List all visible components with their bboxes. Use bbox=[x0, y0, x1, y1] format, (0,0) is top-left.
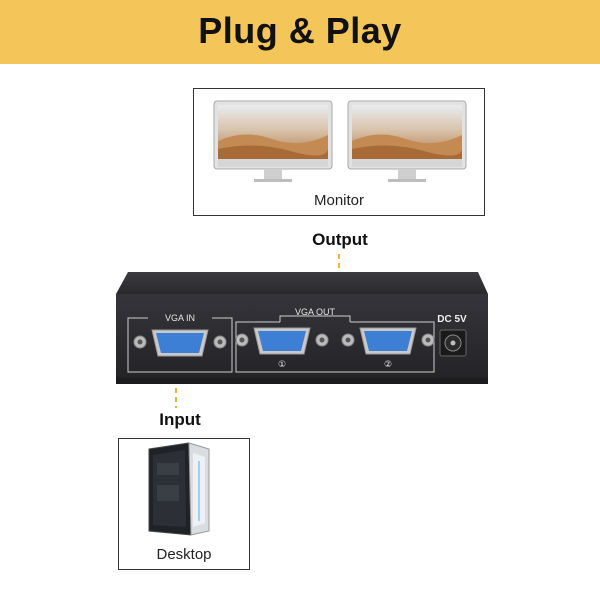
vga-out-label: VGA OUT bbox=[295, 307, 336, 317]
dc-label: DC 5V bbox=[437, 314, 467, 325]
vga-out-port-1[interactable] bbox=[235, 327, 329, 355]
desktop-tower-illustration bbox=[148, 442, 210, 536]
output-label: Output bbox=[312, 230, 368, 249]
port-number-2: ② bbox=[384, 360, 392, 370]
port-number-1: ① bbox=[278, 360, 286, 370]
vga-splitter-device: VGA IN VGA OUT DC 5V ① ② bbox=[116, 272, 488, 384]
vga-in-frame bbox=[127, 317, 233, 373]
vga-in-label: VGA IN bbox=[165, 313, 195, 323]
dc-power-jack[interactable] bbox=[439, 329, 467, 357]
vga-out-port-2[interactable] bbox=[341, 327, 435, 355]
monitors-illustration bbox=[213, 100, 467, 182]
desktop-caption: Desktop bbox=[156, 546, 212, 563]
monitor-right bbox=[347, 100, 467, 182]
input-label: Input bbox=[159, 410, 201, 429]
desktop-panel: Desktop bbox=[118, 438, 250, 570]
vga-in-port[interactable] bbox=[133, 329, 227, 357]
monitor-left bbox=[213, 100, 333, 182]
monitor-panel: Monitor bbox=[193, 88, 485, 216]
vga-out-frame bbox=[235, 321, 435, 373]
title-banner: Plug & Play bbox=[0, 0, 600, 64]
banner-title: Plug & Play bbox=[198, 10, 402, 51]
monitor-caption: Monitor bbox=[313, 192, 365, 209]
